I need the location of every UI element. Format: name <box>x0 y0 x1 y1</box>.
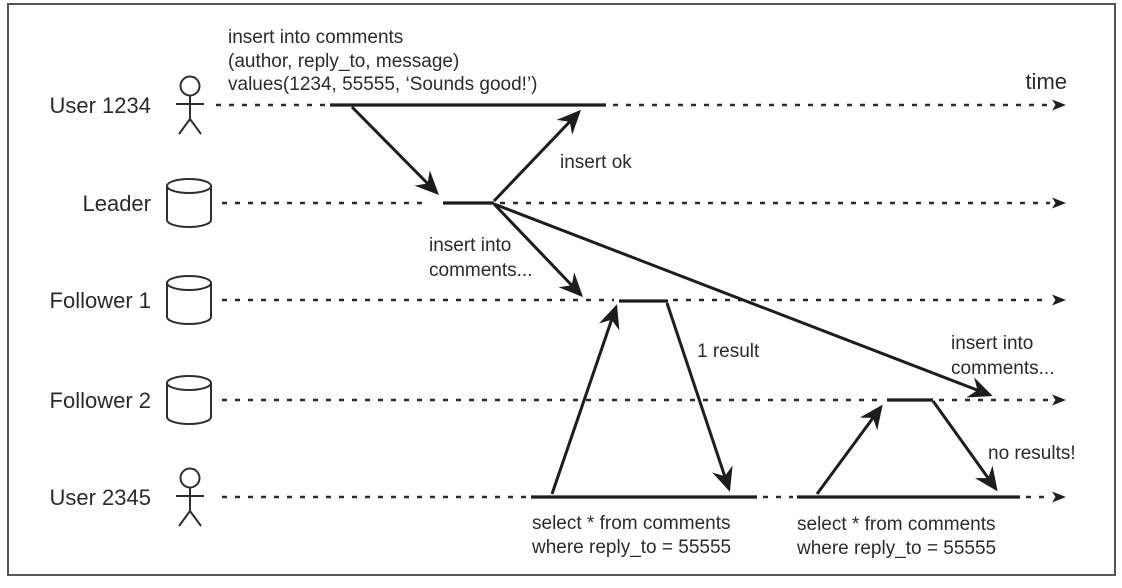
one-result-label: 1 result <box>697 341 760 362</box>
select-query-2-line-2: where reply_to = 55555 <box>796 538 996 559</box>
insert-query-line-2: (author, reply_to, message) <box>228 51 459 72</box>
arrow-select-follower-2 <box>815 404 883 495</box>
select-query-1-line-1: select * from comments <box>532 513 731 534</box>
time-axis-label: time <box>1025 69 1067 94</box>
lane-label-user-2345: User 2345 <box>49 485 151 510</box>
arrow-result-follower-2 <box>931 400 998 492</box>
select-query-1-line-2: where reply_to = 55555 <box>531 537 731 558</box>
lane-label-follower-1: Follower 1 <box>50 288 151 313</box>
replicate-f1-line-1: insert into <box>429 235 511 256</box>
person-icon <box>176 467 204 527</box>
replicate-f2-line-1: insert into <box>951 333 1033 354</box>
timeline-leader <box>222 197 1066 209</box>
timeline-user-1234 <box>216 99 1066 111</box>
insert-query-line-3: values(1234, 55555, ‘Sounds good!’) <box>228 74 538 95</box>
arrow-insert-ok <box>492 109 581 203</box>
select-query-2-line-1: select * from comments <box>797 514 996 535</box>
replicate-follower-1-annotation: insert into comments... <box>429 235 532 281</box>
insert-query-annotation: insert into comments (author, reply_to, … <box>228 27 538 95</box>
replicate-f1-line-2: comments... <box>429 260 532 281</box>
arrow-select-follower-1 <box>550 304 620 495</box>
timeline-arrowhead <box>1052 491 1066 503</box>
timeline-user-2345 <box>222 491 1066 503</box>
timeline-follower-2 <box>222 394 1066 406</box>
database-icon <box>166 375 212 425</box>
timeline-arrowhead <box>1052 394 1066 406</box>
lane-label-user-1234: User 1234 <box>49 93 151 118</box>
arrow-replicate-follower-2 <box>493 202 993 398</box>
database-icon <box>166 275 212 325</box>
arrow-insert-request <box>350 105 440 196</box>
diagram-border <box>7 3 1116 576</box>
timeline-arrowhead <box>1052 294 1066 306</box>
timeline-follower-1 <box>222 294 1066 306</box>
timeline-arrowhead <box>1052 197 1066 209</box>
database-icon <box>166 178 212 228</box>
select-query-1-annotation: select * from comments where reply_to = … <box>531 513 731 558</box>
arrow-replicate-follower-1 <box>492 202 583 298</box>
person-icon <box>176 75 204 135</box>
replicate-f2-line-2: comments... <box>951 358 1054 379</box>
insert-ok-label: insert ok <box>560 152 632 173</box>
timeline-arrowhead <box>1052 99 1066 111</box>
replicate-follower-2-annotation: insert into comments... <box>951 333 1054 379</box>
select-query-2-annotation: select * from comments where reply_to = … <box>796 514 996 559</box>
lane-label-leader: Leader <box>82 191 151 216</box>
lane-label-follower-2: Follower 2 <box>50 388 151 413</box>
insert-query-line-1: insert into comments <box>228 27 403 48</box>
arrow-result-follower-1 <box>665 302 733 492</box>
no-results-label: no results! <box>988 443 1076 464</box>
